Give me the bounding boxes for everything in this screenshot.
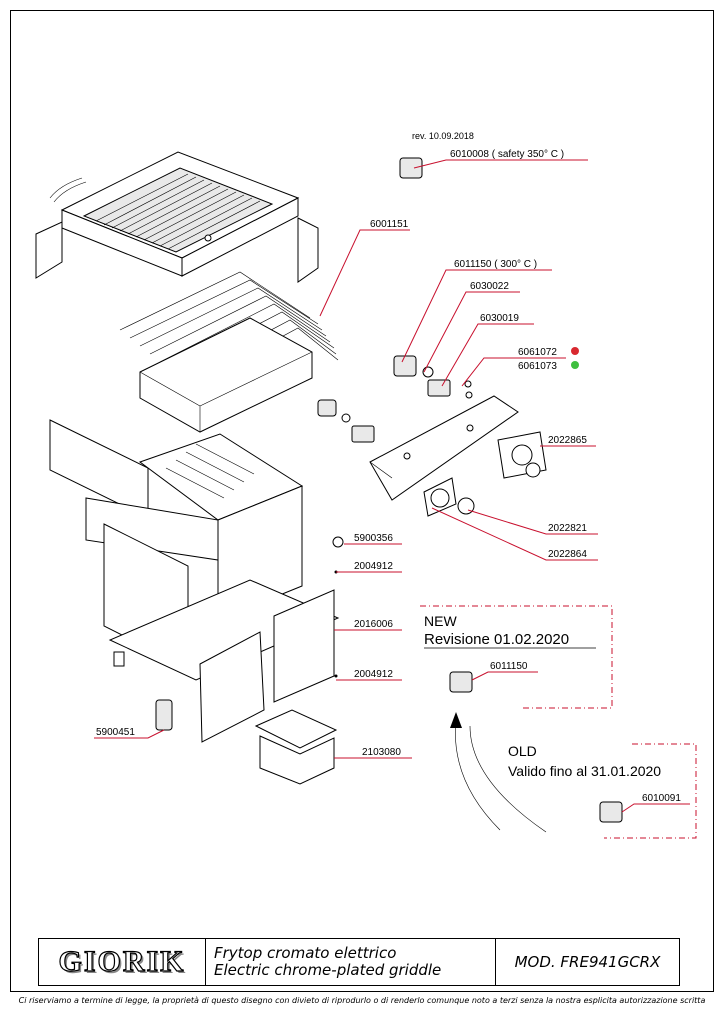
model-number: MOD. FRE941GCRX	[514, 953, 661, 971]
label-2022821: 2022821	[548, 523, 587, 534]
status-dot-green	[571, 361, 579, 369]
description-cell: Frytop cromato elettrico Electric chrome…	[206, 939, 496, 985]
new-revision-box	[420, 605, 613, 709]
label-6001151: 6001151	[370, 219, 409, 230]
label-6010091: 6010091	[642, 793, 681, 804]
old-subtitle: Valido fino al 31.01.2020	[508, 763, 661, 779]
new-subtitle: Revisione 01.02.2020	[424, 631, 569, 648]
description-english: Electric chrome-plated griddle	[214, 961, 442, 979]
logo-cell: GIORIK	[39, 939, 206, 985]
label-6061072: 6061072	[518, 347, 557, 358]
copyright-notice: Ci riserviamo a termine di legge, la pro…	[18, 996, 706, 1005]
revision-date: rev. 10.09.2018	[412, 131, 474, 141]
title-block: GIORIK Frytop cromato elettrico Electric…	[38, 938, 680, 986]
label-6061073: 6061073	[518, 361, 557, 372]
label-5900356: 5900356	[354, 533, 393, 544]
label-6011150-new: 6011150	[490, 661, 528, 672]
giorik-logo: GIORIK	[58, 944, 186, 978]
label-6030022: 6030022	[470, 281, 509, 292]
label-6010008: 6010008 ( safety 350° C )	[450, 149, 564, 160]
new-title: NEW	[424, 613, 457, 629]
label-2016006: 2016006	[354, 619, 393, 630]
label-2022864: 2022864	[548, 549, 587, 560]
old-title: OLD	[508, 743, 537, 759]
cabinet-body	[49, 419, 340, 785]
label-5900451: 5900451	[96, 727, 135, 738]
label-6011150-300: 6011150 ( 300° C )	[454, 259, 537, 270]
old-revision-box	[604, 743, 697, 839]
label-2004912-upper: 2004912	[354, 561, 393, 572]
model-cell: MOD. FRE941GCRX	[496, 939, 679, 985]
description-italian: Frytop cromato elettrico	[214, 944, 397, 962]
replacement-arrow	[455, 719, 501, 831]
label-6030019: 6030019	[480, 313, 519, 324]
leader-lines	[94, 159, 690, 813]
control-panel	[317, 157, 623, 823]
label-2103080: 2103080	[362, 747, 401, 758]
griddle-plate	[35, 151, 319, 283]
status-dot-red	[571, 347, 579, 355]
heating-elements	[119, 271, 339, 433]
drawing-frame	[10, 10, 714, 992]
label-2004912-lower: 2004912	[354, 669, 393, 680]
label-2022865: 2022865	[548, 435, 587, 446]
